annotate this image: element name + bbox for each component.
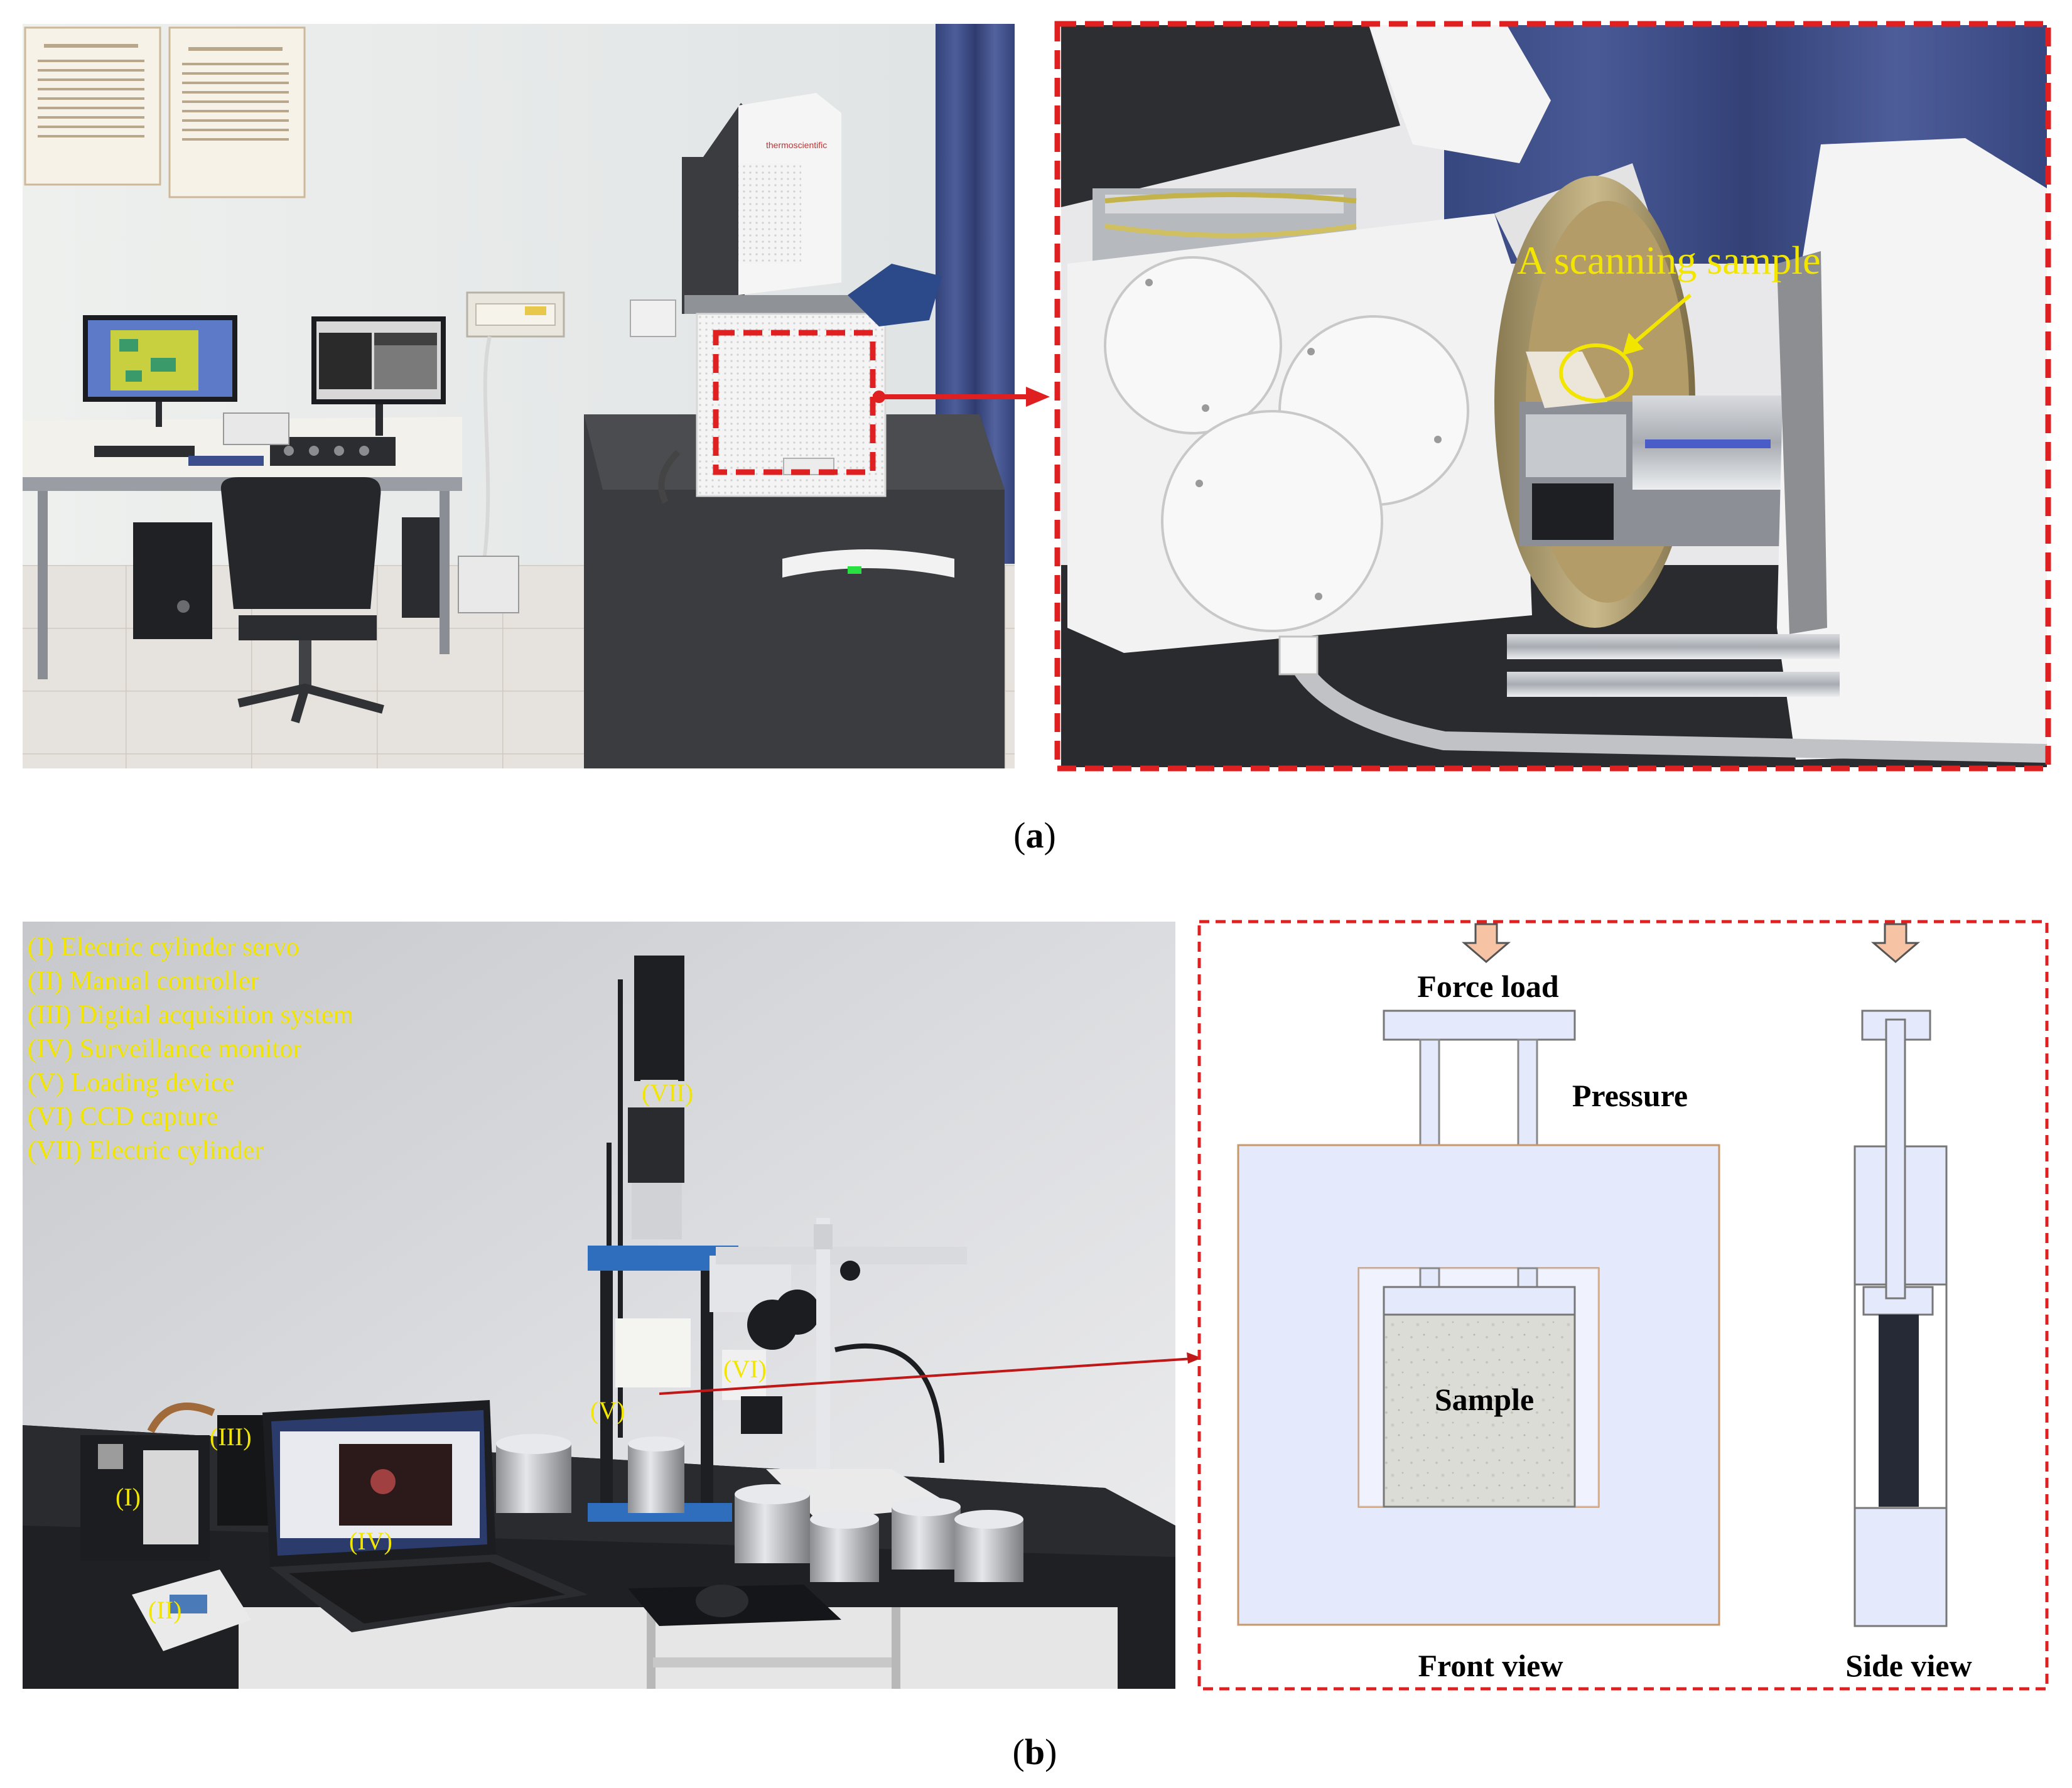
caption-b-open: ( — [1013, 1731, 1025, 1772]
legend-item-2: (II) Manual controller — [28, 967, 259, 996]
caption-a: (a) — [1013, 815, 1056, 856]
front-press-plate — [1383, 1286, 1576, 1316]
component-markers: (I) (II) (III) (IV) (V) (VI) (VII) — [116, 1079, 767, 1624]
side-rod — [1885, 1018, 1906, 1300]
marker-v: (V) — [590, 1396, 625, 1424]
caption-a-close: ) — [1044, 815, 1056, 856]
photo-sem-chamber-detail — [1061, 25, 2048, 767]
photo-loading-rig — [23, 922, 1175, 1689]
marker-ii: (II) — [148, 1596, 181, 1624]
side-sample-block — [1879, 1315, 1919, 1507]
legend-item-4: (IV) Surveillance monitor — [28, 1035, 301, 1064]
scanning-sample-label: A scanning sample — [1517, 238, 1820, 283]
detail-frame — [1054, 21, 2051, 772]
side-load-arrow — [1870, 923, 1921, 963]
detail-link-arrowhead — [1026, 387, 1050, 407]
detail-selection-box — [713, 330, 876, 475]
caption-b-close: ) — [1045, 1731, 1057, 1772]
detail-link-arrow-origin — [873, 390, 885, 403]
side-view-label: Side view — [1845, 1648, 1972, 1683]
marker-iv: (IV) — [349, 1527, 392, 1555]
front-view-label: Front view — [1418, 1648, 1563, 1683]
component-legend: (I) Electric cylinder servo (II) Manual … — [28, 933, 353, 1165]
side-view-drawing — [1853, 923, 1948, 1627]
legend-item-1: (I) Electric cylinder servo — [28, 933, 299, 962]
brand-label: thermoscientific — [766, 140, 827, 150]
front-view-drawing — [1237, 923, 1720, 1626]
legend-item-6: (VI) CCD capture — [28, 1102, 218, 1131]
front-rod-left-lower — [1419, 1267, 1440, 1288]
force-load-label: Force load — [1417, 969, 1559, 1004]
sample-highlight-circle — [1559, 343, 1633, 402]
sample-label: Sample — [1435, 1382, 1534, 1417]
front-sample-block — [1383, 1313, 1576, 1508]
caption-a-letter: a — [1026, 815, 1044, 856]
front-top-plate — [1383, 1010, 1576, 1041]
marker-vi: (VI) — [723, 1355, 767, 1383]
schematic-link-arrowhead — [1187, 1352, 1202, 1364]
marker-iii: (III) — [210, 1423, 252, 1451]
legend-item-3: (III) Digital acquisition system — [28, 1001, 353, 1030]
marker-vii: (VII) — [642, 1079, 693, 1107]
front-load-arrow — [1461, 923, 1511, 963]
pressure-label: Pressure — [1572, 1078, 1688, 1113]
sample-pointer-arrowhead — [1622, 333, 1644, 355]
caption-b-letter: b — [1025, 1731, 1045, 1772]
sample-pointer-line — [1631, 293, 1692, 346]
legend-item-5: (V) Loading device — [28, 1069, 234, 1097]
caption-b: (b) — [1013, 1731, 1057, 1772]
photo-sem-lab: thermoscientific — [23, 24, 1015, 768]
front-rod-right-upper — [1517, 1038, 1538, 1146]
legend-item-7: (VII) Electric cylinder — [28, 1136, 263, 1165]
schematic-labels: Force load Pressure Sample Front view Si… — [1417, 969, 1972, 1683]
front-rod-left-upper — [1419, 1038, 1440, 1146]
schematic-link-line — [659, 1357, 1194, 1395]
marker-i: (I) — [116, 1483, 141, 1511]
front-rod-right-lower — [1517, 1267, 1538, 1288]
caption-a-open: ( — [1013, 815, 1025, 856]
